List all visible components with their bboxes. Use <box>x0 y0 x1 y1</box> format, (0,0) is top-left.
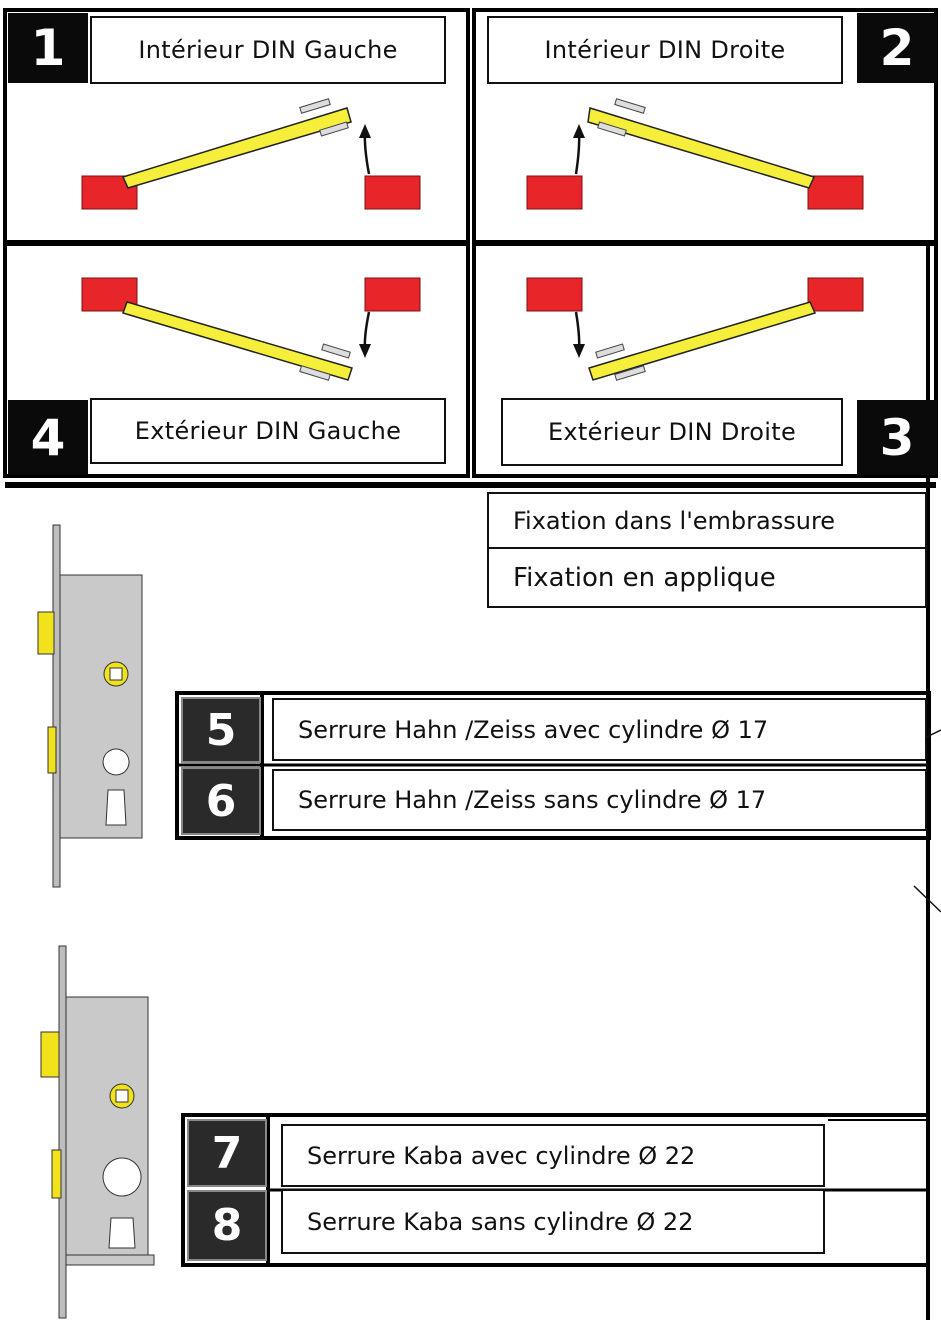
lock-number-8: 8 <box>187 1190 267 1261</box>
panel-title-exterieur-droite: Extérieur DIN Droite <box>501 398 843 466</box>
panel-1-drawing <box>81 98 421 210</box>
lock-option-kaba-sans-cylindre[interactable]: Serrure Kaba sans cylindre Ø 22 <box>281 1189 825 1254</box>
lock-option-kaba-avec-cylindre[interactable]: Serrure Kaba avec cylindre Ø 22 <box>281 1124 825 1187</box>
lock-number-7: 7 <box>187 1119 267 1187</box>
panel-4-drawing <box>81 277 421 381</box>
panel-title-interieur-gauche: Intérieur DIN Gauche <box>90 16 446 84</box>
lock-number-5: 5 <box>181 697 261 763</box>
panel-3-drawing <box>526 277 864 381</box>
lock-hahn-zeiss-drawing <box>37 524 143 888</box>
fixation-option-applique[interactable]: Fixation en applique <box>487 547 927 608</box>
panel-2-drawing <box>526 98 864 210</box>
lock-option-hahn-zeiss-sans-cylindre[interactable]: Serrure Hahn /Zeiss sans cylindre Ø 17 <box>272 769 927 831</box>
lock-option-hahn-zeiss-avec-cylindre[interactable]: Serrure Hahn /Zeiss avec cylindre Ø 17 <box>272 698 927 761</box>
panel-number-2: 2 <box>857 13 937 83</box>
panel-title-interieur-droite: Intérieur DIN Droite <box>487 16 843 84</box>
fixation-option-embrassure[interactable]: Fixation dans l'embrassure <box>487 492 927 548</box>
panel-title-exterieur-gauche: Extérieur DIN Gauche <box>90 398 446 464</box>
lock-kaba-drawing <box>40 945 155 1319</box>
panel-number-1: 1 <box>8 13 88 83</box>
panel-number-3: 3 <box>857 400 937 475</box>
panel-number-4: 4 <box>8 400 88 475</box>
lock-number-6: 6 <box>181 767 261 835</box>
